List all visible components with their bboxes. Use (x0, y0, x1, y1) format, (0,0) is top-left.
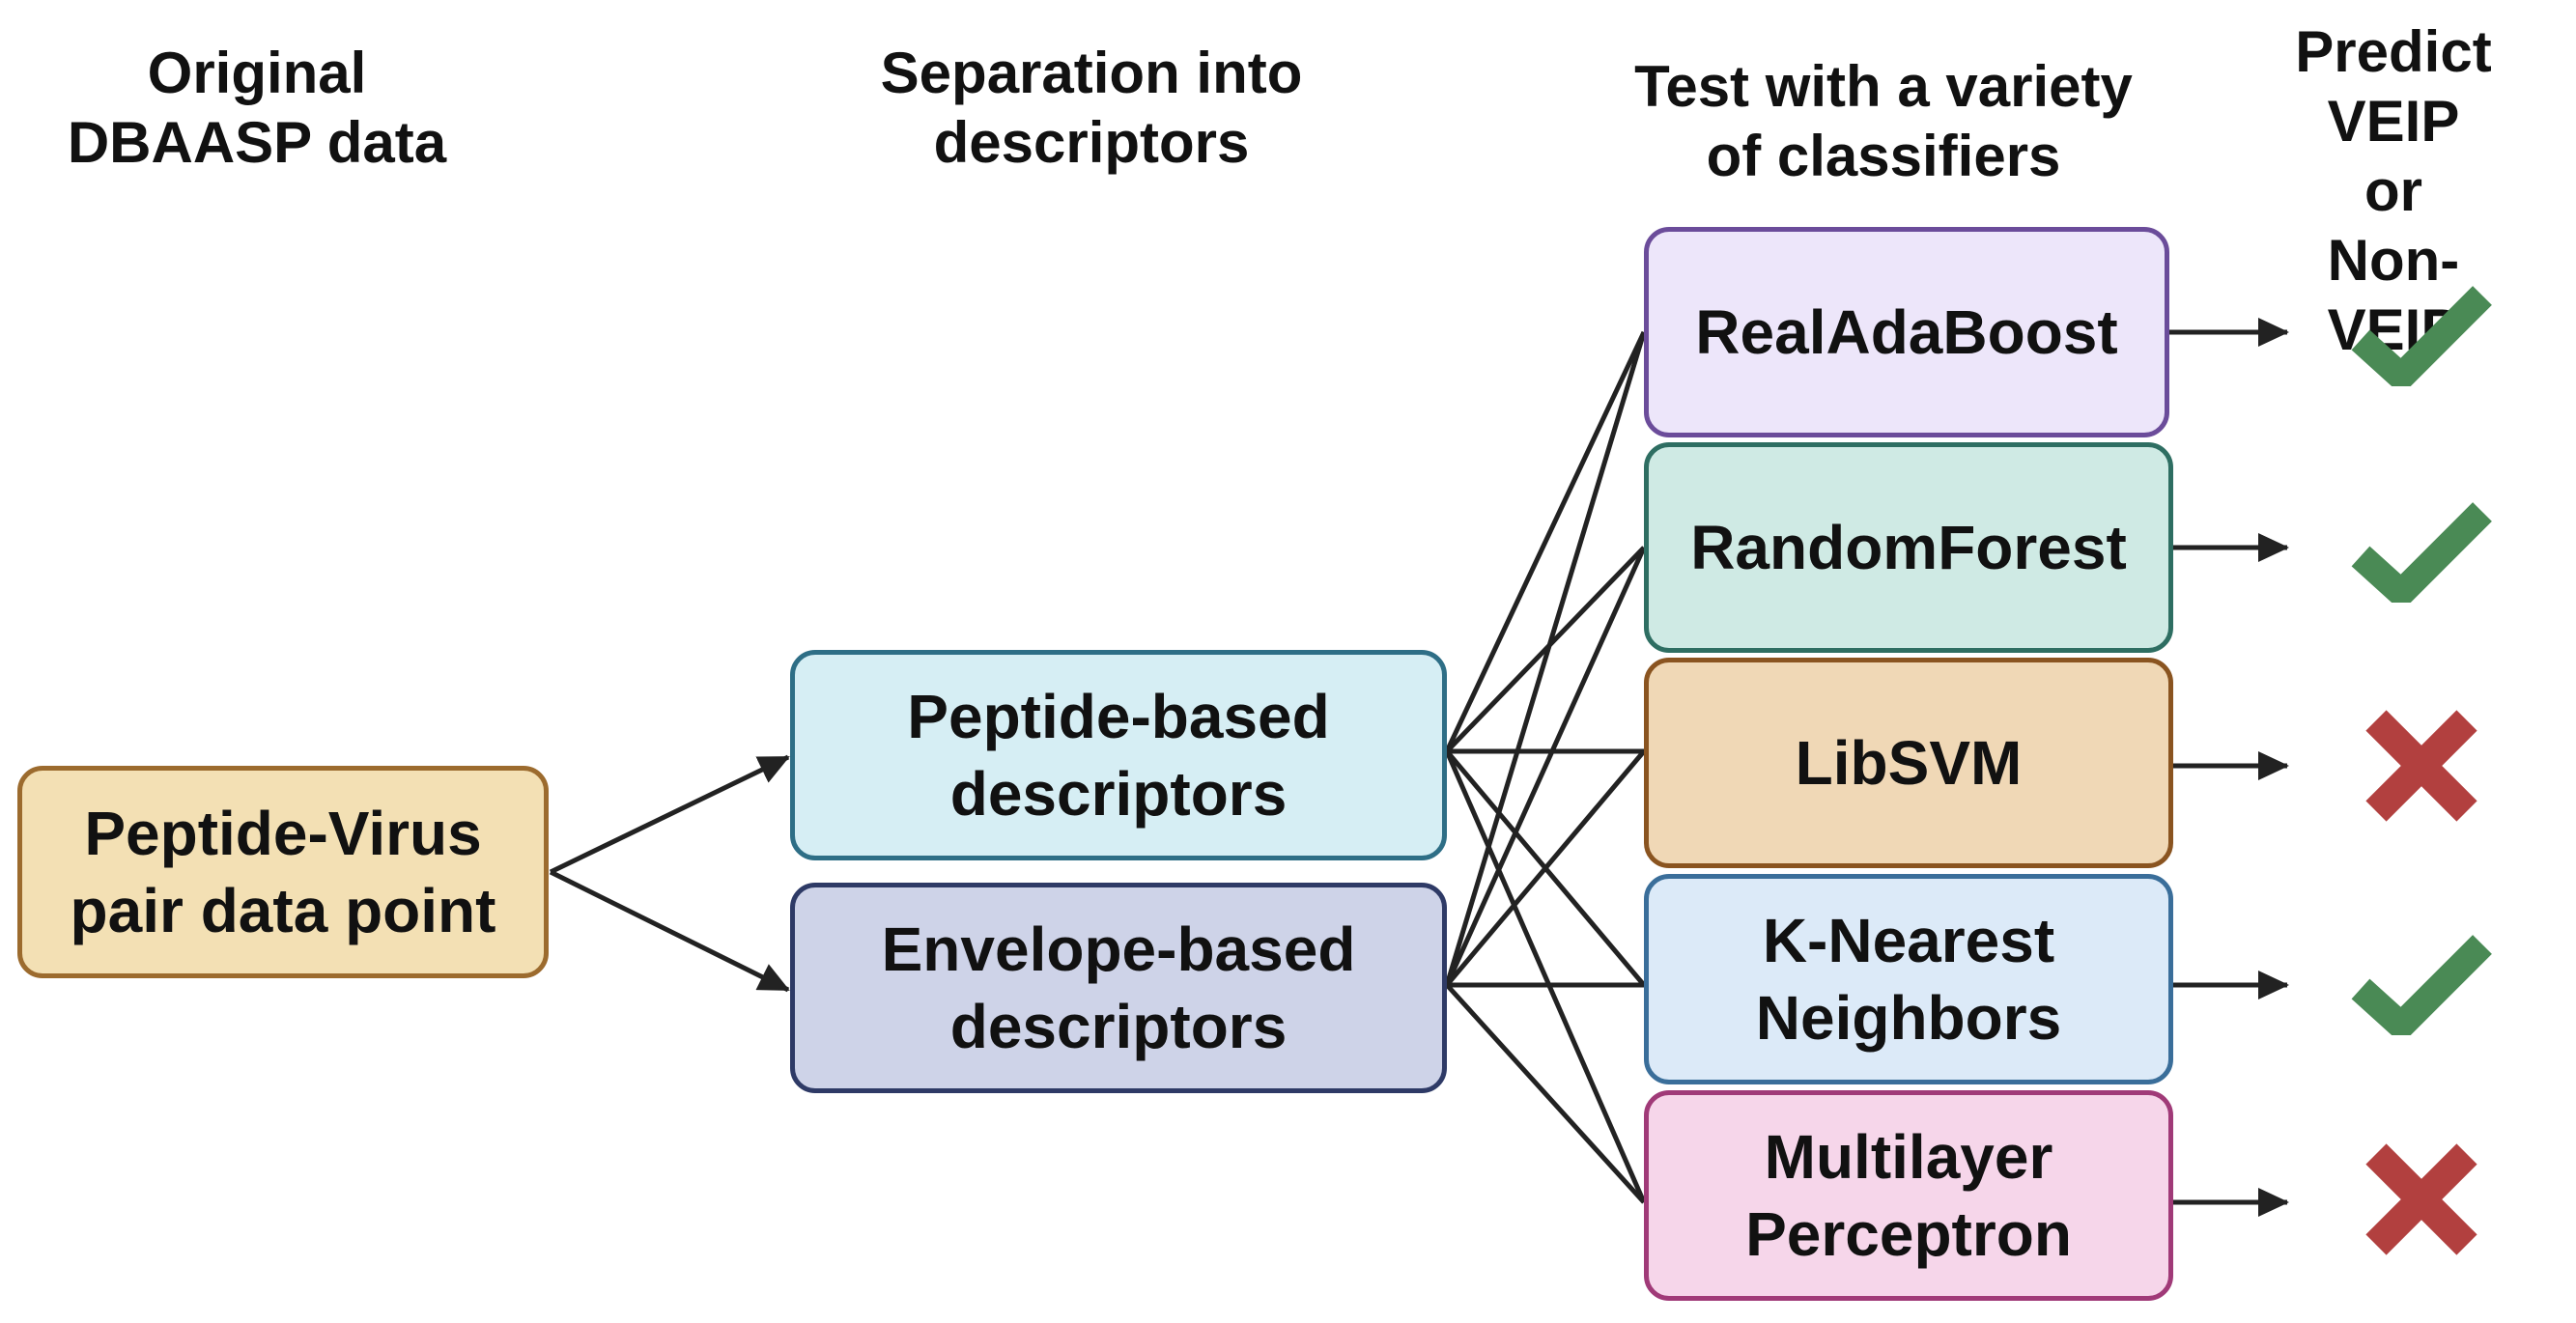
classifier-knn-box: K-Nearest Neighbors (1644, 874, 2173, 1084)
header-separation: Separation into descriptors (880, 41, 1303, 175)
connector-line-1-1 (1444, 546, 1647, 987)
connector-line-0-4 (1444, 749, 1647, 1204)
check-icon (2351, 502, 2492, 603)
arrow-to-envelope-descriptors (549, 869, 790, 993)
classifier-libsvm-box: LibSVM (1644, 658, 2173, 868)
check-icon (2351, 935, 2492, 1035)
connector-line-1-0 (1444, 331, 1647, 986)
cross-icon (2365, 1143, 2477, 1255)
input-data-point-box: Peptide-Virus pair data point (17, 766, 549, 978)
header-original-data: Original DBAASP data (67, 41, 447, 175)
arrow-to-peptide-descriptors (549, 754, 790, 875)
classifier-randomforest-box: RandomForest (1644, 442, 2173, 653)
peptide-descriptors-box: Peptide-based descriptors (790, 650, 1447, 860)
header-classifiers: Test with a variety of classifiers (1634, 54, 2133, 188)
envelope-descriptors-box: Envelope-based descriptors (790, 883, 1447, 1093)
connector-line-0-1 (1445, 546, 1646, 753)
classifier-mlp-box: Multilayer Perceptron (1644, 1090, 2173, 1301)
check-icon (2351, 286, 2492, 386)
cross-icon (2365, 710, 2477, 822)
classifier-realadaboost-box: RealAdaBoost (1644, 227, 2169, 437)
connector-line-1-4 (1445, 983, 1646, 1204)
connector-line-1-2 (1445, 749, 1646, 987)
connector-line-0-0 (1444, 330, 1647, 753)
